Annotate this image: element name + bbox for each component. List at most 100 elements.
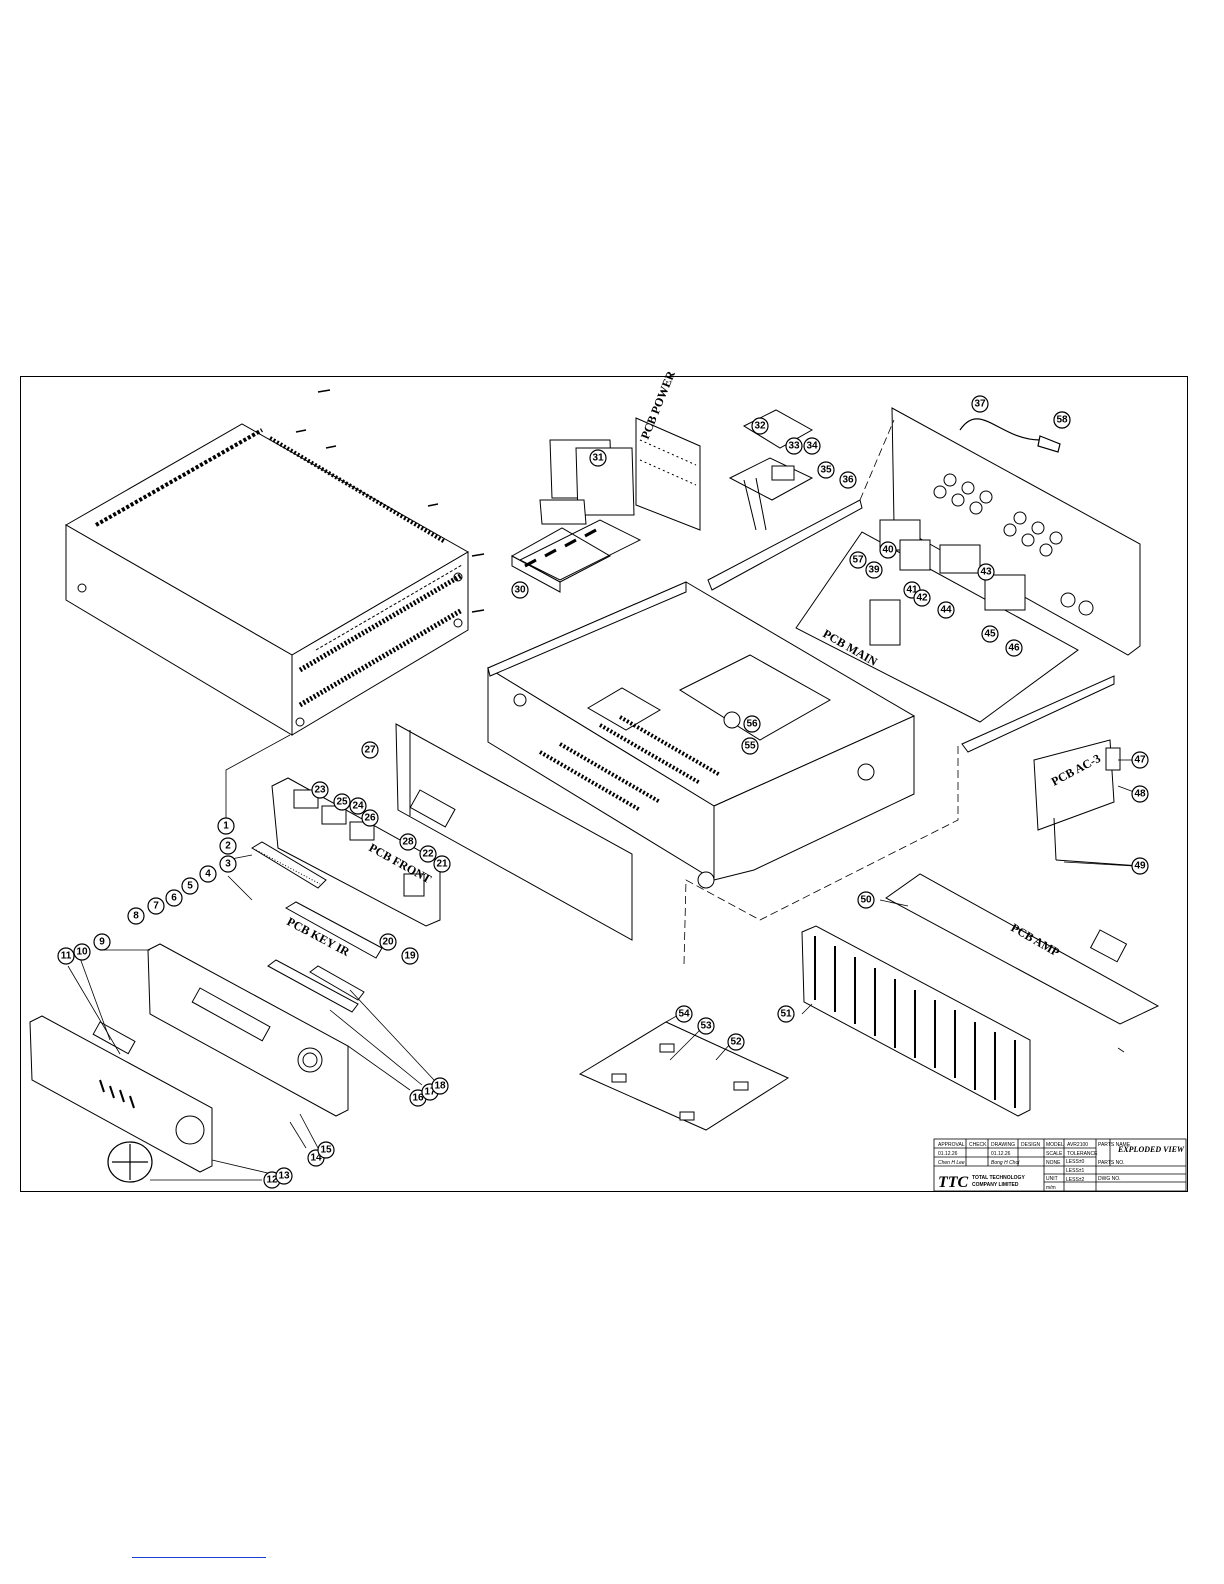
- callout-circle-44: [937, 601, 955, 619]
- callout-circle-37: [971, 395, 989, 413]
- tb-parts-name: PARTS NAME: [1098, 1142, 1131, 1148]
- callout-label-2: 2: [225, 841, 231, 852]
- callout-label-56: 56: [746, 719, 758, 730]
- callout-circle-34: [803, 437, 821, 455]
- callout-label-7: 7: [153, 901, 159, 912]
- bottom-plate: [578, 1021, 790, 1131]
- callout-circle-36: [839, 471, 857, 489]
- callout-circle-57: [849, 551, 867, 569]
- title-block-text: APPROVAL CHECK DRAWING DESIGN MODEL AVR2…: [938, 1142, 1185, 1191]
- callout-circle-31: [589, 449, 607, 467]
- pcb-amp-board: [885, 873, 1160, 1025]
- callout-circle-15: [317, 1141, 335, 1159]
- callout-label-13: 13: [278, 1171, 290, 1182]
- callout-circle-5: [181, 877, 199, 895]
- callout-circle-55: [741, 737, 759, 755]
- callout-label-41: 41: [906, 585, 918, 596]
- callout-circle-48: [1131, 785, 1149, 803]
- tb-tol1: LESS±0: [1066, 1159, 1085, 1165]
- callout-label-51: 51: [780, 1009, 792, 1020]
- tb-date2: 01.12.26: [991, 1151, 1011, 1157]
- callout-label-55: 55: [744, 741, 756, 752]
- callout-label-26: 26: [364, 813, 376, 824]
- callout-circle-21: [433, 855, 451, 873]
- pcb-power-assembly: [510, 417, 701, 593]
- callout-label-46: 46: [1008, 643, 1020, 654]
- callout-circle-56: [743, 715, 761, 733]
- callout-label-4: 4: [205, 869, 211, 880]
- tb-parts-no: PARTS NO.: [1098, 1160, 1125, 1166]
- callout-label-43: 43: [980, 567, 992, 578]
- bracket-rail: [707, 499, 1115, 753]
- callout-label-25: 25: [336, 797, 348, 808]
- footer-link-underline[interactable]: [132, 1557, 266, 1558]
- callout-circle-4: [199, 865, 217, 883]
- callout-circle-32: [751, 417, 769, 435]
- tb-company-2: COMPANY LIMITED: [972, 1182, 1019, 1188]
- callout-circle-24: [349, 797, 367, 815]
- callout-label-35: 35: [820, 465, 832, 476]
- callout-label-24: 24: [352, 801, 364, 812]
- callout-label-34: 34: [806, 441, 818, 452]
- callout-circle-46: [1005, 639, 1023, 657]
- callout-label-49: 49: [1134, 861, 1146, 872]
- callout-label-28: 28: [402, 837, 414, 848]
- pcb-front-board: [271, 777, 441, 927]
- tb-unit: UNIT: [1046, 1176, 1058, 1182]
- callout-circle-26: [361, 809, 379, 827]
- callout-label-39: 39: [868, 565, 880, 576]
- tb-approval: APPROVAL: [938, 1142, 965, 1148]
- tb-company-1: TOTAL TECHNOLOGY: [972, 1175, 1025, 1181]
- callout-circle-49: [1131, 857, 1149, 875]
- callout-label-44: 44: [940, 605, 952, 616]
- callout-label-11: 11: [61, 951, 72, 962]
- tb-tol3: LESS±2: [1066, 1177, 1085, 1183]
- callout-label-40: 40: [882, 545, 894, 556]
- callout-label-48: 48: [1134, 789, 1146, 800]
- callout-circle-2: [219, 837, 237, 855]
- callout-circle-33: [785, 437, 803, 455]
- callout-label-42: 42: [916, 593, 928, 604]
- front-faceplate: [29, 1015, 213, 1173]
- callout-label-8: 8: [133, 911, 139, 922]
- tb-dwg-no: DWG NO.: [1098, 1176, 1121, 1182]
- callout-circle-25: [333, 793, 351, 811]
- pcb-main-board: [795, 519, 1079, 723]
- callout-label-19: 19: [404, 951, 416, 962]
- callout-circle-8: [127, 907, 145, 925]
- callout-label-5: 5: [187, 881, 193, 892]
- callout-label-6: 6: [171, 893, 177, 904]
- callout-label-47: 47: [1134, 755, 1146, 766]
- callout-label-20: 20: [382, 937, 394, 948]
- tb-check: CHECK: [969, 1142, 987, 1148]
- tb-unit-value: m/m: [1046, 1185, 1056, 1191]
- leader-lines: [67, 734, 1135, 1181]
- callout-label-21: 21: [436, 859, 448, 870]
- heatsink: [801, 925, 1031, 1117]
- tb-drawer: Bong H Choi: [991, 1160, 1020, 1166]
- callout-label-58: 58: [1056, 415, 1068, 426]
- callout-circle-3: [219, 855, 237, 873]
- chassis: [486, 581, 916, 889]
- callout-label-14: 14: [310, 1153, 322, 1164]
- callout-circle-40: [879, 541, 897, 559]
- volume-knob: [107, 1141, 153, 1183]
- callout-circle-43: [977, 563, 995, 581]
- callout-label-1: 1: [223, 821, 229, 832]
- callout-label-12: 12: [266, 1175, 278, 1186]
- callout-label-33: 33: [788, 441, 800, 452]
- callout-circle-51: [777, 1005, 795, 1023]
- tb-date1: 01.12.26: [938, 1151, 958, 1157]
- title-block: [933, 1138, 1187, 1192]
- tb-title: EXPLODED VIEW: [1117, 1145, 1185, 1154]
- callout-label-54: 54: [678, 1009, 690, 1020]
- callout-label-30: 30: [514, 585, 526, 596]
- callout-label-16: 16: [412, 1093, 424, 1104]
- tb-approver: Chen H Lee: [938, 1160, 965, 1166]
- callout-label-9: 9: [99, 937, 105, 948]
- tb-drawing: DRAWING: [991, 1142, 1015, 1148]
- callout-label-15: 15: [320, 1145, 332, 1156]
- callout-label-52: 52: [730, 1037, 742, 1048]
